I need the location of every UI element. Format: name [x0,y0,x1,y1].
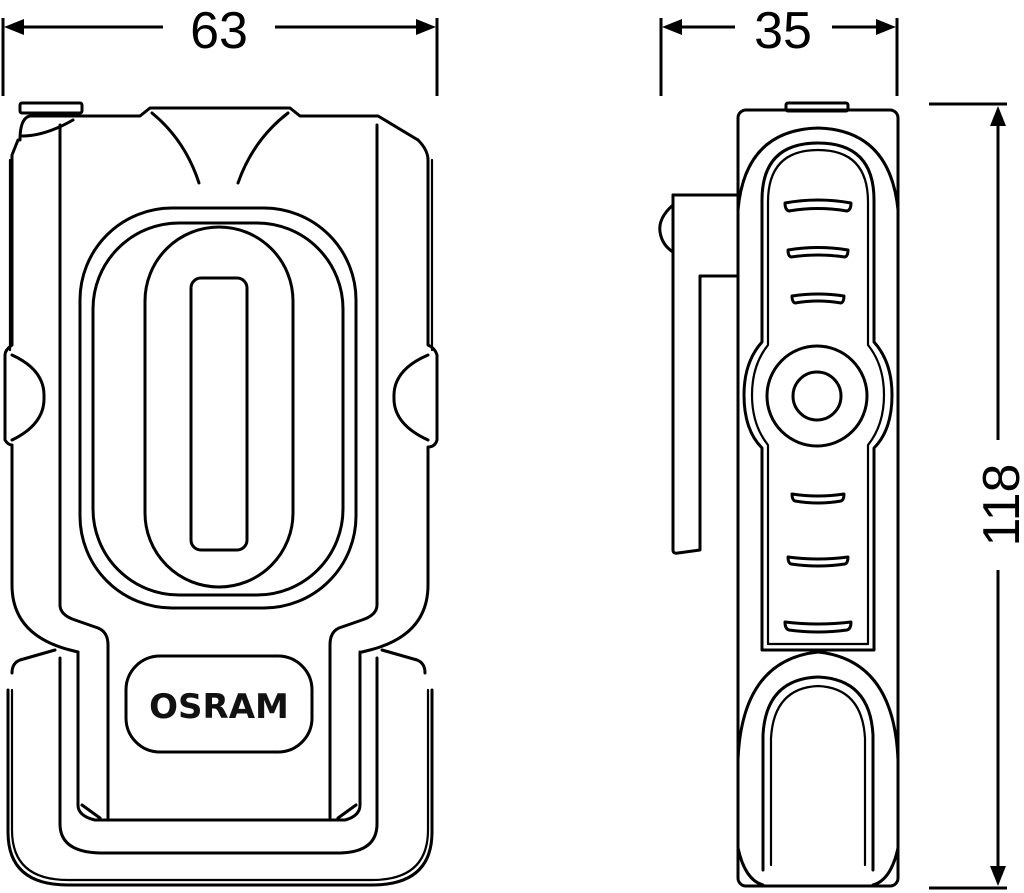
pivot-button [791,370,843,422]
grip-panel [742,141,894,652]
hook [761,675,875,872]
side-housing [736,108,900,888]
ridge-1 [783,198,853,213]
reflector-frame-inner [91,221,345,597]
lens [143,225,295,589]
clip [671,193,740,555]
brand-badge [124,654,314,754]
reflector-frame-outer [78,206,358,610]
ridge-2 [786,246,850,259]
depth-dimension-label: 35 [754,2,812,60]
width-dimension-label: 63 [190,2,248,60]
top-outline [18,106,420,142]
ridge-6 [783,620,853,634]
side-view [658,101,900,888]
height-dimension-label: 118 [973,464,1024,547]
ridge-4 [790,492,846,505]
ridge-5 [786,555,850,568]
front-view [3,101,439,887]
width-dimension [1,18,439,96]
led-strip [189,276,249,552]
height-dimension [929,102,1007,890]
ridge-3 [790,292,846,305]
brand-logo-text: OSRAM [149,687,289,727]
clip-knob [658,203,675,254]
top-clip-tab [18,101,84,115]
depth-dimension [659,18,899,96]
pivot-ring [765,344,869,448]
